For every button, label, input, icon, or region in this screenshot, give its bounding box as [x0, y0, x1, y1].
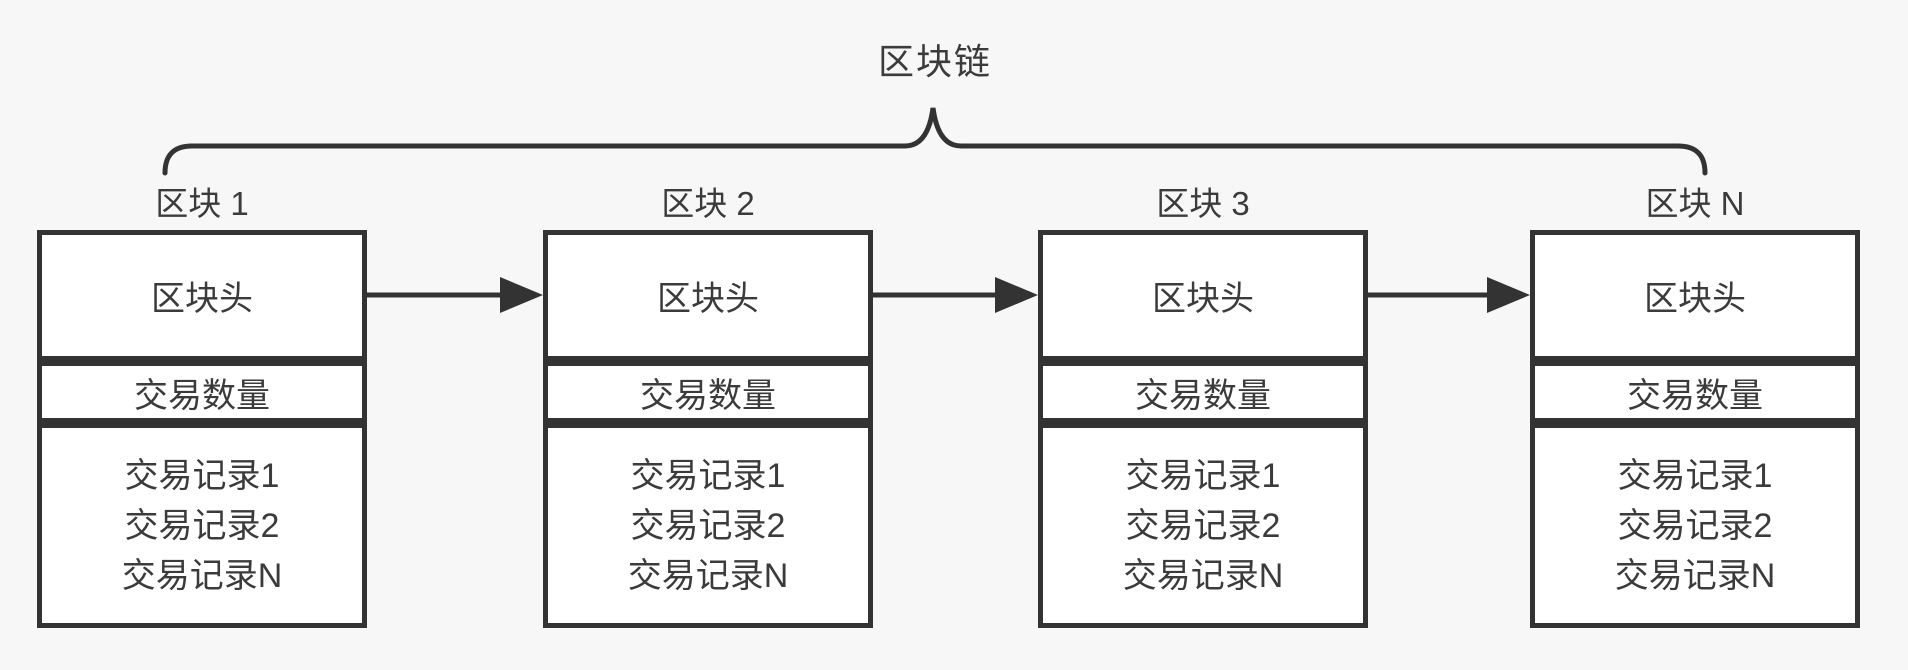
tx-record: 交易记录N	[1614, 556, 1776, 595]
tx-count-label: 交易数量	[1627, 376, 1763, 415]
block-header-box: 区块头	[543, 230, 873, 361]
tx-records-box: 交易记录1 交易记录2 交易记录N	[1038, 423, 1368, 628]
tx-record: 交易记录N	[121, 556, 283, 595]
tx-count-box: 交易数量	[1530, 361, 1860, 423]
tx-record: 交易记录1	[1617, 456, 1773, 495]
block-label: 区块 1	[155, 185, 249, 222]
block-header-label: 区块头	[1152, 280, 1254, 318]
block-header-label: 区块头	[1644, 280, 1746, 318]
arrow-block1-to-block2-icon	[365, 277, 543, 313]
tx-count-label: 交易数量	[1135, 376, 1271, 415]
block-n: 区块 N 区块头 交易数量 交易记录1 交易记录2 交易记录N	[1530, 182, 1860, 628]
tx-records-box: 交易记录1 交易记录2 交易记录N	[1530, 423, 1860, 628]
block-1: 区块 1 区块头 交易数量 交易记录1 交易记录2 交易记录N	[37, 182, 367, 628]
tx-record: 交易记录N	[1122, 556, 1284, 595]
block-header-label: 区块头	[657, 280, 759, 318]
block-label: 区块 N	[1645, 185, 1745, 222]
tx-records-box: 交易记录1 交易记录2 交易记录N	[543, 423, 873, 628]
tx-records-box: 交易记录1 交易记录2 交易记录N	[37, 423, 367, 628]
tx-count-box: 交易数量	[543, 361, 873, 423]
tx-record: 交易记录2	[1125, 506, 1281, 545]
arrow-block2-to-block3-icon	[871, 277, 1038, 313]
tx-record: 交易记录1	[1125, 456, 1281, 495]
chain-title: 区块链	[877, 41, 992, 82]
block-label: 区块 2	[661, 185, 755, 222]
block-2: 区块 2 区块头 交易数量 交易记录1 交易记录2 交易记录N	[543, 182, 873, 628]
tx-record: 交易记录2	[124, 506, 280, 545]
block-header-box: 区块头	[1530, 230, 1860, 361]
block-header-label: 区块头	[151, 280, 253, 318]
tx-record: 交易记录2	[1617, 506, 1773, 545]
block-header-box: 区块头	[37, 230, 367, 361]
arrow-block3-to-block4-icon	[1366, 277, 1530, 313]
tx-record: 交易记录1	[630, 456, 786, 495]
tx-record: 交易记录2	[630, 506, 786, 545]
tx-record: 交易记录N	[627, 556, 789, 595]
tx-record: 交易记录1	[124, 456, 280, 495]
chain-brace-icon	[162, 107, 1708, 176]
tx-count-box: 交易数量	[1038, 361, 1368, 423]
tx-count-box: 交易数量	[37, 361, 367, 423]
block-3: 区块 3 区块头 交易数量 交易记录1 交易记录2 交易记录N	[1038, 182, 1368, 628]
block-header-box: 区块头	[1038, 230, 1368, 361]
tx-count-label: 交易数量	[134, 376, 270, 415]
tx-count-label: 交易数量	[640, 376, 776, 415]
block-label: 区块 3	[1156, 185, 1250, 222]
